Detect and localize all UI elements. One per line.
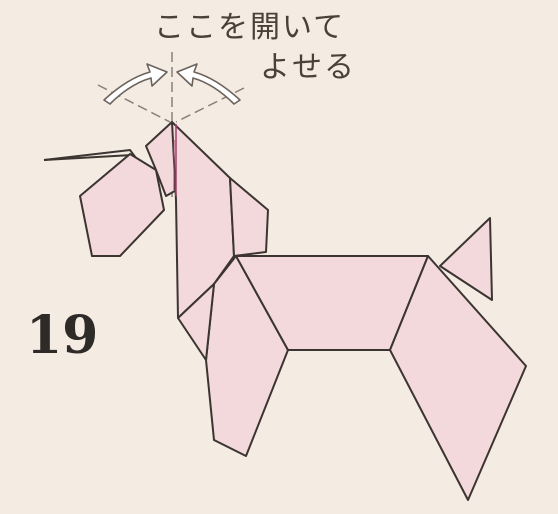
left-guide-line bbox=[97, 84, 171, 123]
horn bbox=[43, 148, 137, 161]
instruction-line-2: よせる bbox=[260, 50, 356, 85]
tail bbox=[439, 217, 493, 301]
neck bbox=[171, 121, 269, 319]
instruction-line-1: ここを開いて bbox=[154, 10, 346, 45]
step-number: 19 bbox=[26, 305, 99, 366]
curved-arrow-left-icon bbox=[176, 63, 241, 105]
front-leg bbox=[177, 255, 289, 457]
instruction-text: ここを開いて よせる bbox=[150, 8, 380, 88]
head bbox=[79, 121, 181, 257]
right-guide-line bbox=[175, 87, 245, 123]
hind-leg bbox=[389, 255, 527, 501]
curved-arrow-right-icon bbox=[103, 63, 168, 105]
